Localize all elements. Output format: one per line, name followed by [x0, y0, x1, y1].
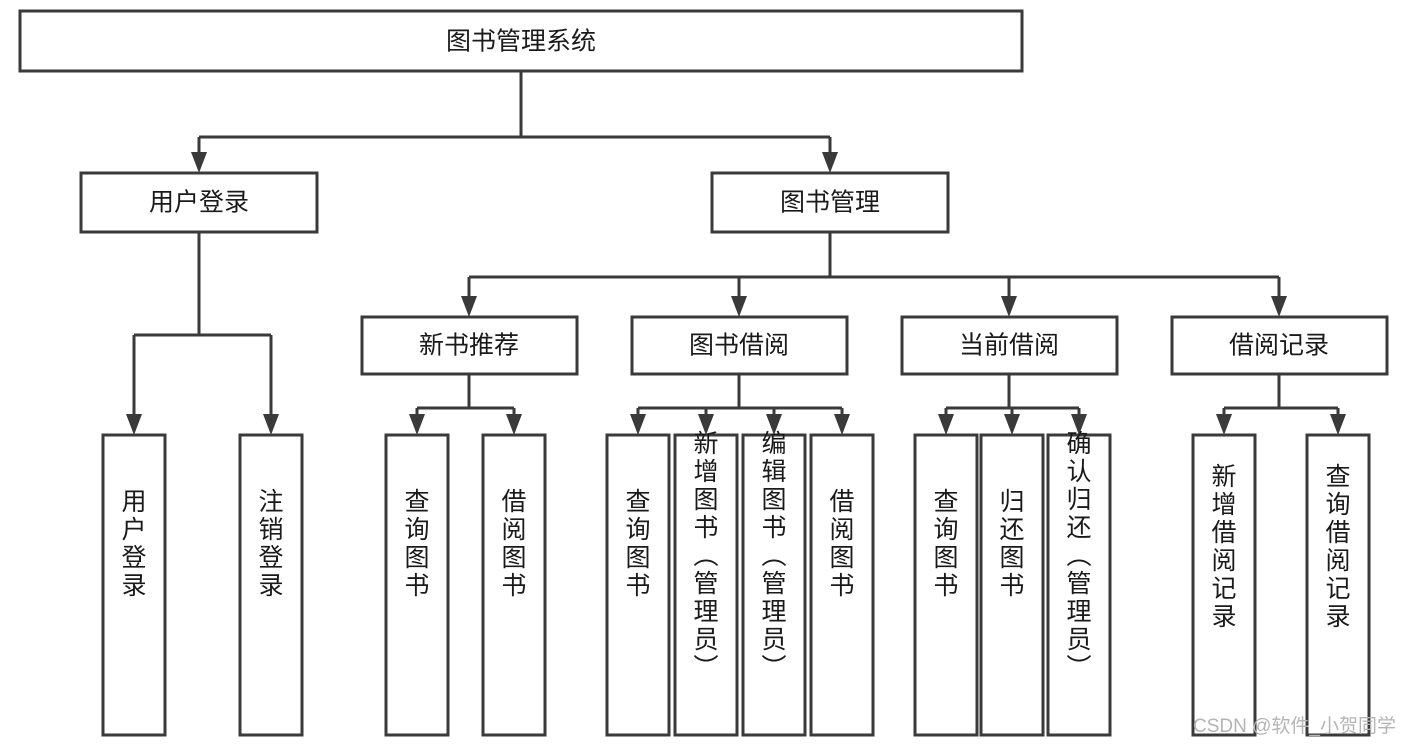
- node-borrow-record-label: 借阅记录: [1229, 332, 1329, 360]
- arrow-to-user-login: [191, 152, 207, 173]
- arrow-to-leaf-confirm-return: [1071, 414, 1087, 435]
- arrow-to-leaf-query-record: [1330, 414, 1346, 435]
- node-root[interactable]: 图书管理系统: [18, 9, 1024, 73]
- node-root-box[interactable]: [18, 9, 1024, 73]
- node-leaf-borrow-book-2-box[interactable]: [809, 433, 875, 737]
- node-leaf-borrow-book-2-label: 借阅图书: [829, 488, 854, 600]
- arrow-to-leaf-add-record: [1216, 414, 1232, 435]
- arrow-to-leaf-edit-book: [766, 414, 782, 435]
- node-book-borrow-label: 图书借阅: [689, 332, 789, 360]
- node-book-manage[interactable]: 图书管理: [710, 171, 950, 234]
- arrow-to-current-borrow: [1001, 296, 1017, 317]
- arrow-to-borrow-record: [1271, 296, 1287, 317]
- node-leaf-return-book[interactable]: 归还图书: [979, 433, 1045, 737]
- node-leaf-user-logout-label: 注销登录: [258, 488, 283, 600]
- node-leaf-borrow-book-2[interactable]: 借阅图书: [809, 433, 875, 737]
- node-root-label: 图书管理系统: [446, 28, 596, 56]
- node-leaf-edit-book[interactable]: 编辑图书︵管理员︶: [741, 430, 807, 737]
- node-borrow-record[interactable]: 借阅记录: [1170, 315, 1389, 376]
- node-current-borrow-label: 当前借阅: [959, 332, 1059, 360]
- node-leaf-query-book-2-label: 查询图书: [625, 488, 650, 600]
- arrow-to-book-manage: [822, 152, 838, 173]
- arrow-to-leaf-user-login: [126, 414, 142, 435]
- node-leaf-confirm-return[interactable]: 确认归还︵管理员︶: [1046, 430, 1112, 737]
- node-leaf-user-logout-box[interactable]: [238, 433, 304, 737]
- node-leaf-query-book-2[interactable]: 查询图书: [605, 433, 671, 737]
- arrow-to-leaf-query-book-3: [938, 414, 954, 435]
- arrow-to-leaf-query-book-2: [630, 414, 646, 435]
- node-leaf-query-book-3-box[interactable]: [913, 433, 979, 737]
- arrow-to-leaf-borrow-book-2: [834, 414, 850, 435]
- node-user-login[interactable]: 用户登录: [79, 171, 319, 234]
- node-leaf-user-login-box[interactable]: [101, 433, 167, 737]
- arrow-to-leaf-return-book: [1004, 414, 1020, 435]
- node-leaf-add-record-label: 新增借阅记录: [1211, 463, 1236, 631]
- node-user-login-box[interactable]: [79, 171, 319, 234]
- node-leaf-return-book-label: 归还图书: [999, 488, 1024, 600]
- arrow-to-leaf-borrow-book-1: [506, 414, 522, 435]
- node-leaf-add-record[interactable]: 新增借阅记录: [1191, 433, 1257, 737]
- node-book-manage-box[interactable]: [710, 171, 950, 234]
- node-new-book-recommend-label: 新书推荐: [419, 332, 519, 360]
- node-borrow-record-box[interactable]: [1170, 315, 1389, 376]
- node-leaf-return-book-box[interactable]: [979, 433, 1045, 737]
- node-leaf-user-login[interactable]: 用户登录: [101, 433, 167, 737]
- arrow-to-book-borrow: [731, 296, 747, 317]
- node-leaf-query-book-3[interactable]: 查询图书: [913, 433, 979, 737]
- node-current-borrow[interactable]: 当前借阅: [900, 315, 1119, 376]
- arrow-to-leaf-user-logout: [263, 414, 279, 435]
- arrow-to-new-book-recommend: [461, 296, 477, 317]
- node-new-book-recommend-box[interactable]: [360, 315, 579, 376]
- node-leaf-query-book-2-box[interactable]: [605, 433, 671, 737]
- node-leaf-add-record-box[interactable]: [1191, 433, 1257, 737]
- node-leaf-query-record-box[interactable]: [1305, 433, 1371, 737]
- connector-layer: [126, 71, 1346, 435]
- arrow-to-leaf-query-book-1: [409, 414, 425, 435]
- node-leaf-user-login-label: 用户登录: [121, 488, 146, 600]
- node-leaf-confirm-return-box[interactable]: [1046, 433, 1112, 737]
- node-book-borrow[interactable]: 图书借阅: [630, 315, 849, 376]
- csdn-watermark: CSDN @软件_小贺同学: [1193, 715, 1396, 737]
- node-leaf-borrow-book-1-label: 借阅图书: [501, 488, 526, 600]
- node-leaf-query-book-1-label: 查询图书: [404, 488, 429, 600]
- node-user-login-label: 用户登录: [149, 189, 249, 217]
- node-leaf-user-logout[interactable]: 注销登录: [238, 433, 304, 737]
- node-leaf-query-record[interactable]: 查询借阅记录: [1305, 433, 1371, 737]
- node-leaf-query-book-1-box[interactable]: [384, 433, 450, 737]
- node-leaf-edit-book-box[interactable]: [741, 433, 807, 737]
- node-book-manage-label: 图书管理: [780, 189, 880, 217]
- node-leaf-borrow-book-1-box[interactable]: [481, 433, 547, 737]
- node-current-borrow-box[interactable]: [900, 315, 1119, 376]
- arrow-to-leaf-add-book: [698, 414, 714, 435]
- node-leaf-add-book-box[interactable]: [673, 433, 739, 737]
- node-leaf-borrow-book-1[interactable]: 借阅图书: [481, 433, 547, 737]
- node-new-book-recommend[interactable]: 新书推荐: [360, 315, 579, 376]
- node-leaf-confirm-return-label: 确认归还︵管理员︶: [1066, 430, 1091, 682]
- node-leaf-query-record-label: 查询借阅记录: [1325, 463, 1350, 631]
- node-leaf-add-book[interactable]: 新增图书︵管理员︶: [673, 430, 739, 737]
- node-leaf-add-book-label: 新增图书︵管理员︶: [693, 430, 718, 682]
- node-leaf-query-book-3-label: 查询图书: [933, 488, 958, 600]
- node-book-borrow-box[interactable]: [630, 315, 849, 376]
- node-leaf-edit-book-label: 编辑图书︵管理员︶: [761, 430, 786, 682]
- node-leaf-query-book-1[interactable]: 查询图书: [384, 433, 450, 737]
